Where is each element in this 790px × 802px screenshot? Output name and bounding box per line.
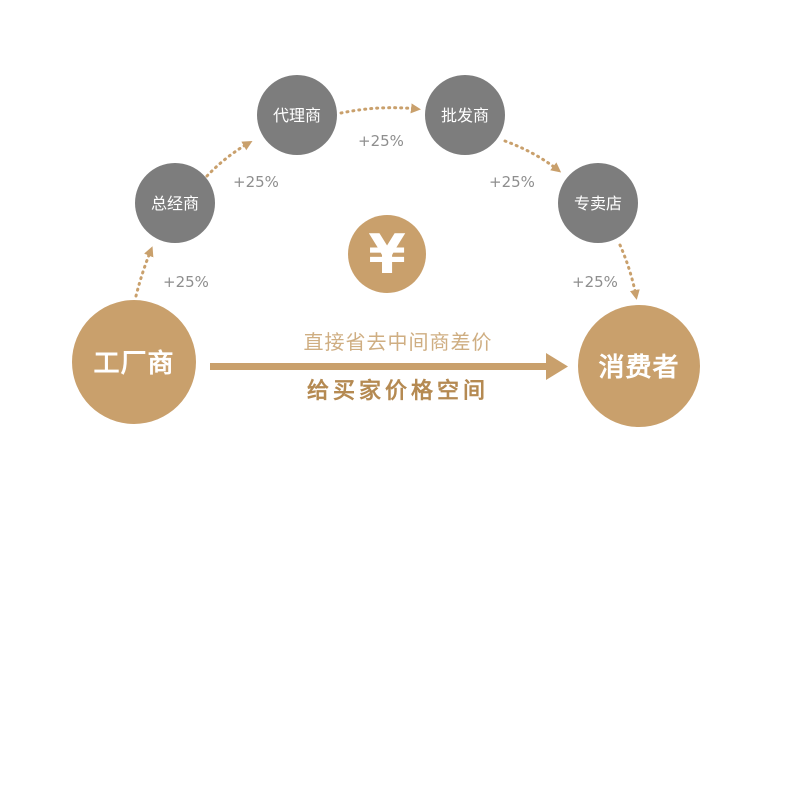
direct-arrow-head	[546, 353, 568, 380]
node-circle	[257, 75, 337, 155]
node-circle	[135, 163, 215, 243]
node-agent: 代理商	[257, 75, 337, 155]
node-circle	[558, 163, 638, 243]
node-consumer: 消费者	[578, 305, 700, 427]
edge-general-to-agent	[205, 141, 253, 178]
direct-arrow-shaft	[210, 363, 550, 370]
node-label: 批发商	[441, 106, 489, 125]
edge-wholesaler-to-store	[503, 139, 562, 173]
markup-label: +25%	[163, 273, 209, 291]
node-label: 总经商	[151, 194, 199, 213]
node-label: 消费者	[598, 353, 679, 383]
edge-agent-to-wholesaler	[339, 103, 421, 115]
yuan-symbol: ¥	[368, 223, 406, 286]
node-label: 工厂商	[93, 348, 174, 379]
edge-factory-to-general	[134, 246, 154, 298]
node-wholesaler: 批发商	[425, 75, 505, 155]
node-store: 专卖店	[558, 163, 638, 243]
direct-arrow	[210, 353, 568, 380]
node-general-distributor: 总经商	[135, 163, 215, 243]
yuan-circle	[348, 215, 426, 293]
direct-path-caption: 直接省去中间商差价	[304, 330, 493, 354]
node-circle	[578, 305, 700, 427]
markup-label: +25%	[358, 132, 404, 150]
markup-label: +25%	[233, 173, 279, 191]
direct-path-benefit: 给买家价格空间	[307, 378, 489, 404]
markup-label: +25%	[489, 173, 535, 191]
node-circle	[72, 300, 196, 424]
edge-store-to-consumer	[618, 243, 640, 300]
markup-label: +25%	[572, 273, 618, 291]
node-label: 专卖店	[574, 194, 622, 213]
node-factory: 工厂商	[72, 300, 196, 424]
node-circle	[425, 75, 505, 155]
yuan-icon: ¥	[348, 215, 426, 293]
node-label: 代理商	[273, 106, 321, 125]
